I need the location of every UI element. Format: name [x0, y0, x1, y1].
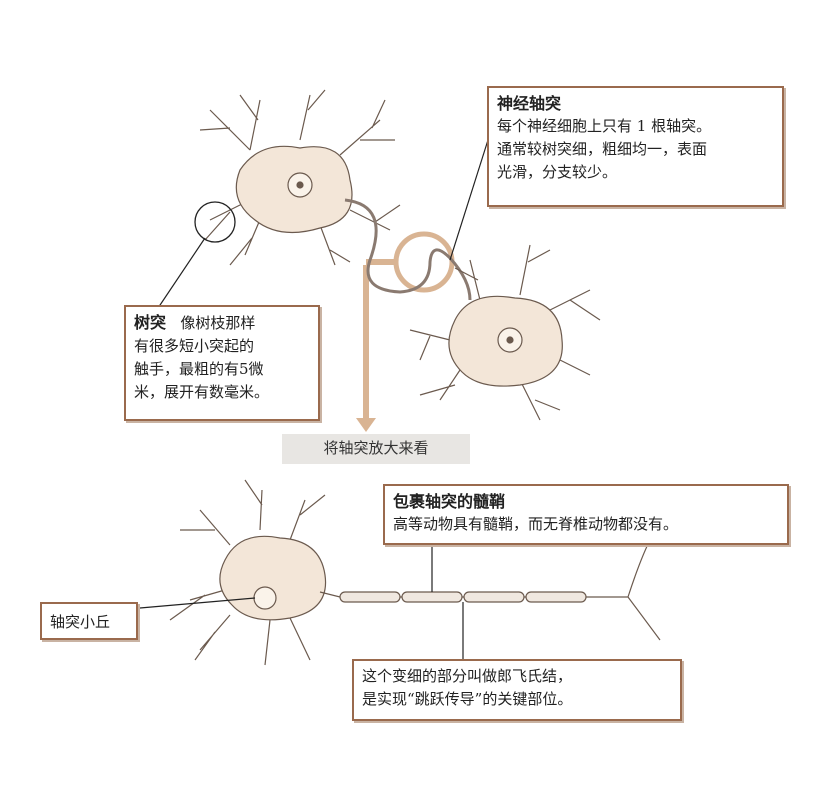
dendrite-line2: 有很多短小突起的 [134, 337, 255, 355]
dendrite-title: 树突 [134, 313, 167, 332]
dendrite-line1: 像树枝那样 [180, 314, 256, 332]
neuron-top-right [409, 244, 601, 421]
ranvier-annotation: 这个变细的部分叫做郎飞氏结， 是实现“跳跃传导”的关键部位。 [352, 659, 682, 721]
neuron-top-left [194, 89, 472, 301]
myelin-text: 高等动物具有髓鞘，而无脊椎动物都没有。 [393, 515, 679, 533]
hillock-label: 轴突小丘 [50, 613, 111, 631]
dendrite-line3: 触手，最粗的有5微 [134, 360, 264, 378]
axon-line3: 光滑，分支较少。 [497, 163, 618, 181]
ranvier-line2: 是实现“跳跃传导”的关键部位。 [362, 690, 573, 708]
axon-pointer [449, 139, 489, 261]
axon-line1: 每个神经细胞上只有 1 根轴突。 [497, 117, 712, 135]
hillock-annotation: 轴突小丘 [40, 602, 138, 640]
ranvier-line1: 这个变细的部分叫做郎飞氏结， [362, 667, 573, 685]
axon-annotation: 神经轴突 每个神经细胞上只有 1 根轴突。 通常较树突细，粗细均一，表面 光滑，… [487, 86, 784, 207]
myelin-title: 包裹轴突的髓鞘 [393, 492, 506, 511]
dendrite-line4: 米，展开有数毫米。 [134, 383, 270, 401]
hillock-pointer [139, 597, 256, 609]
myelin-annotation: 包裹轴突的髓鞘 高等动物具有髓鞘，而无脊椎动物都没有。 [383, 484, 789, 545]
axon-title: 神经轴突 [497, 94, 562, 113]
axon-line2: 通常较树突细，粗细均一，表面 [497, 140, 708, 158]
zoom-label: 将轴突放大来看 [282, 434, 470, 464]
dendrite-annotation: 树突 像树枝那样 有很多短小突起的 触手，最粗的有5微 米，展开有数毫米。 [124, 305, 320, 421]
